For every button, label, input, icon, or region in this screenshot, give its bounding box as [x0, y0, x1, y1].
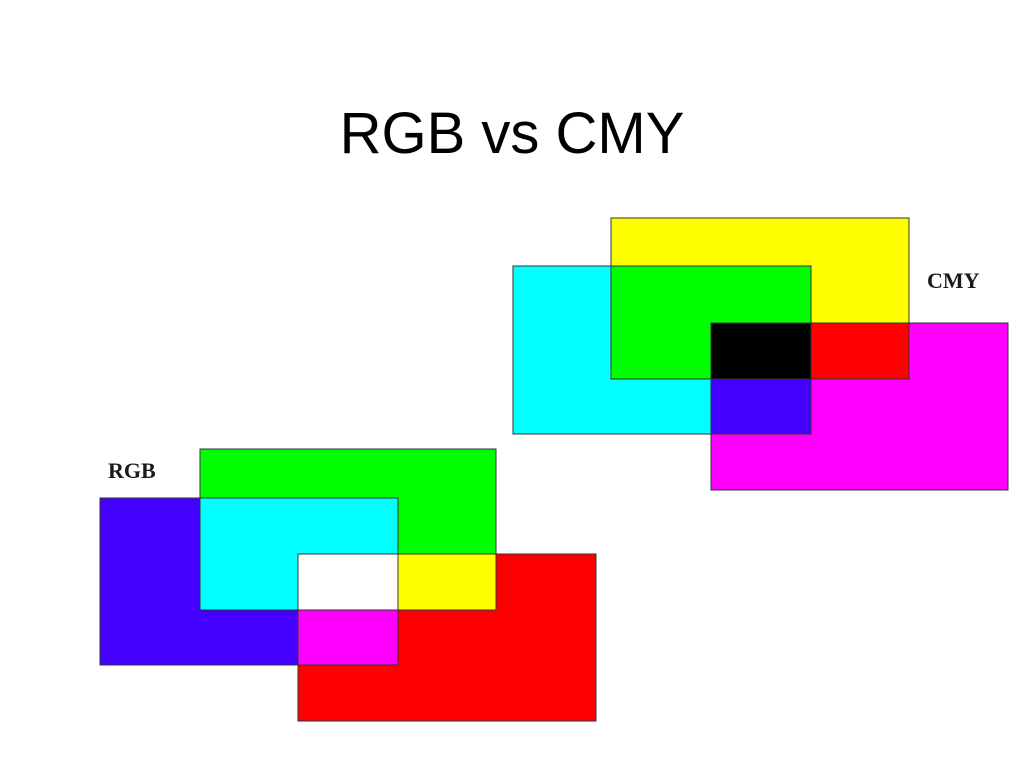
rgb-yellow-overlap [397, 553, 497, 611]
cmy-red-overlap [810, 322, 910, 380]
cmy-blue-overlap [710, 378, 812, 435]
cmy-label: CMY [927, 268, 980, 293]
rgb-label: RGB [108, 458, 156, 483]
cmy-diagram: CMY [512, 217, 1009, 491]
rgb-diagram: RGB [99, 448, 597, 722]
rgb-magenta-overlap [297, 609, 399, 666]
cmy-black-overlap [710, 322, 812, 380]
rgb-white-overlap [297, 553, 399, 611]
slide-title: RGB vs CMY [339, 101, 685, 166]
